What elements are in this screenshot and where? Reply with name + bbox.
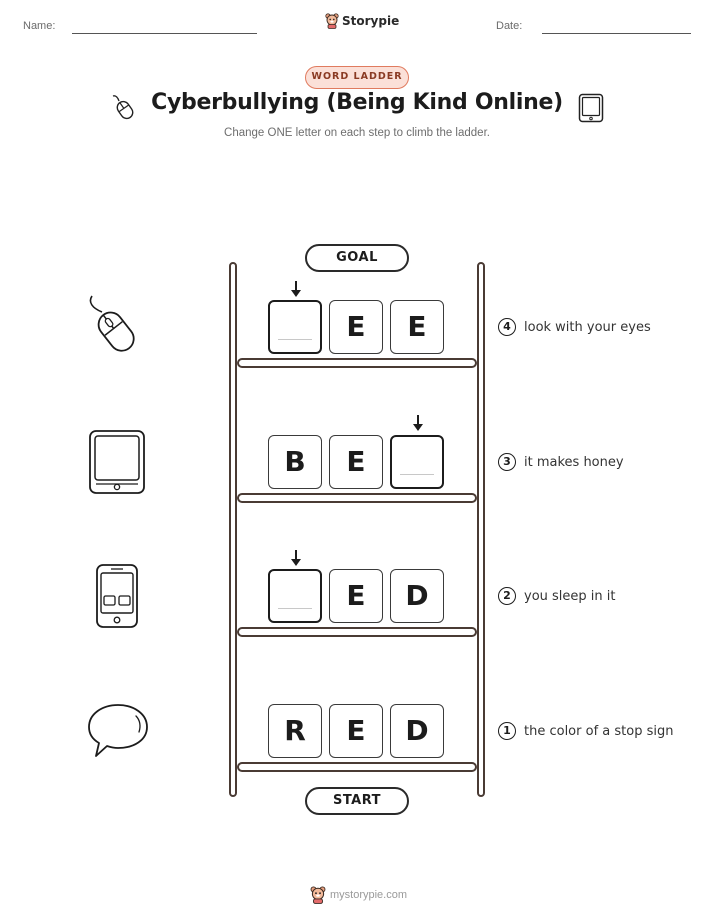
clue-text: it makes honey	[524, 454, 624, 470]
ladder-rung	[237, 762, 477, 772]
ladder-rung	[237, 493, 477, 503]
letter-tile-blank[interactable]	[390, 435, 444, 489]
clue-number: 4	[498, 318, 516, 336]
footer-brand: mystorypie.com	[310, 886, 407, 904]
ladder-rail-left	[229, 262, 237, 797]
bear-mascot-icon	[310, 886, 326, 904]
computer-mouse-icon	[112, 95, 134, 120]
tablet-icon	[89, 430, 145, 494]
smartphone-icon	[96, 564, 138, 628]
bear-mascot-icon	[325, 13, 339, 29]
down-arrow-icon	[413, 415, 423, 431]
instructions: Change ONE letter on each step to climb …	[224, 127, 490, 139]
letter-tile: E	[329, 300, 383, 354]
clue-4: 4 look with your eyes	[498, 318, 651, 336]
letter-tile: D	[390, 569, 444, 623]
down-arrow-icon	[291, 550, 301, 566]
clue-text: look with your eyes	[524, 319, 651, 335]
ladder-rung	[237, 627, 477, 637]
brand-name: Storypie	[342, 14, 400, 28]
clue-2: 2 you sleep in it	[498, 587, 615, 605]
letter-tile: E	[329, 435, 383, 489]
start-label: START	[305, 787, 409, 815]
letter-tile: R	[268, 704, 322, 758]
date-label: Date:	[496, 20, 523, 32]
storypie-logo: Storypie	[325, 13, 399, 29]
footer-url: mystorypie.com	[330, 889, 408, 901]
ladder-rail-right	[477, 262, 485, 797]
letter-tile: E	[329, 569, 383, 623]
clue-number: 3	[498, 453, 516, 471]
tablet-icon	[578, 93, 604, 123]
clue-1: 1 the color of a stop sign	[498, 722, 673, 740]
clue-text: you sleep in it	[524, 588, 616, 604]
name-label: Name:	[23, 20, 56, 32]
letter-tile: E	[390, 300, 444, 354]
letter-tile: D	[390, 704, 444, 758]
name-field-line[interactable]	[72, 33, 257, 34]
word-ladder-badge: WORD LADDER	[305, 66, 409, 89]
letter-tile-blank[interactable]	[268, 300, 322, 354]
page-title: Cyberbullying (Being Kind Online)	[151, 90, 563, 115]
date-field-line[interactable]	[542, 33, 691, 34]
clue-3: 3 it makes honey	[498, 453, 624, 471]
letter-tile-blank[interactable]	[268, 569, 322, 623]
letter-tile: B	[268, 435, 322, 489]
speech-bubble-icon	[88, 704, 148, 757]
computer-mouse-icon	[89, 295, 135, 352]
clue-number: 1	[498, 722, 516, 740]
clue-text: the color of a stop sign	[524, 723, 674, 739]
down-arrow-icon	[291, 281, 301, 297]
ladder-rung	[237, 358, 477, 368]
letter-tile: E	[329, 704, 383, 758]
goal-label: GOAL	[305, 244, 409, 272]
clue-number: 2	[498, 587, 516, 605]
